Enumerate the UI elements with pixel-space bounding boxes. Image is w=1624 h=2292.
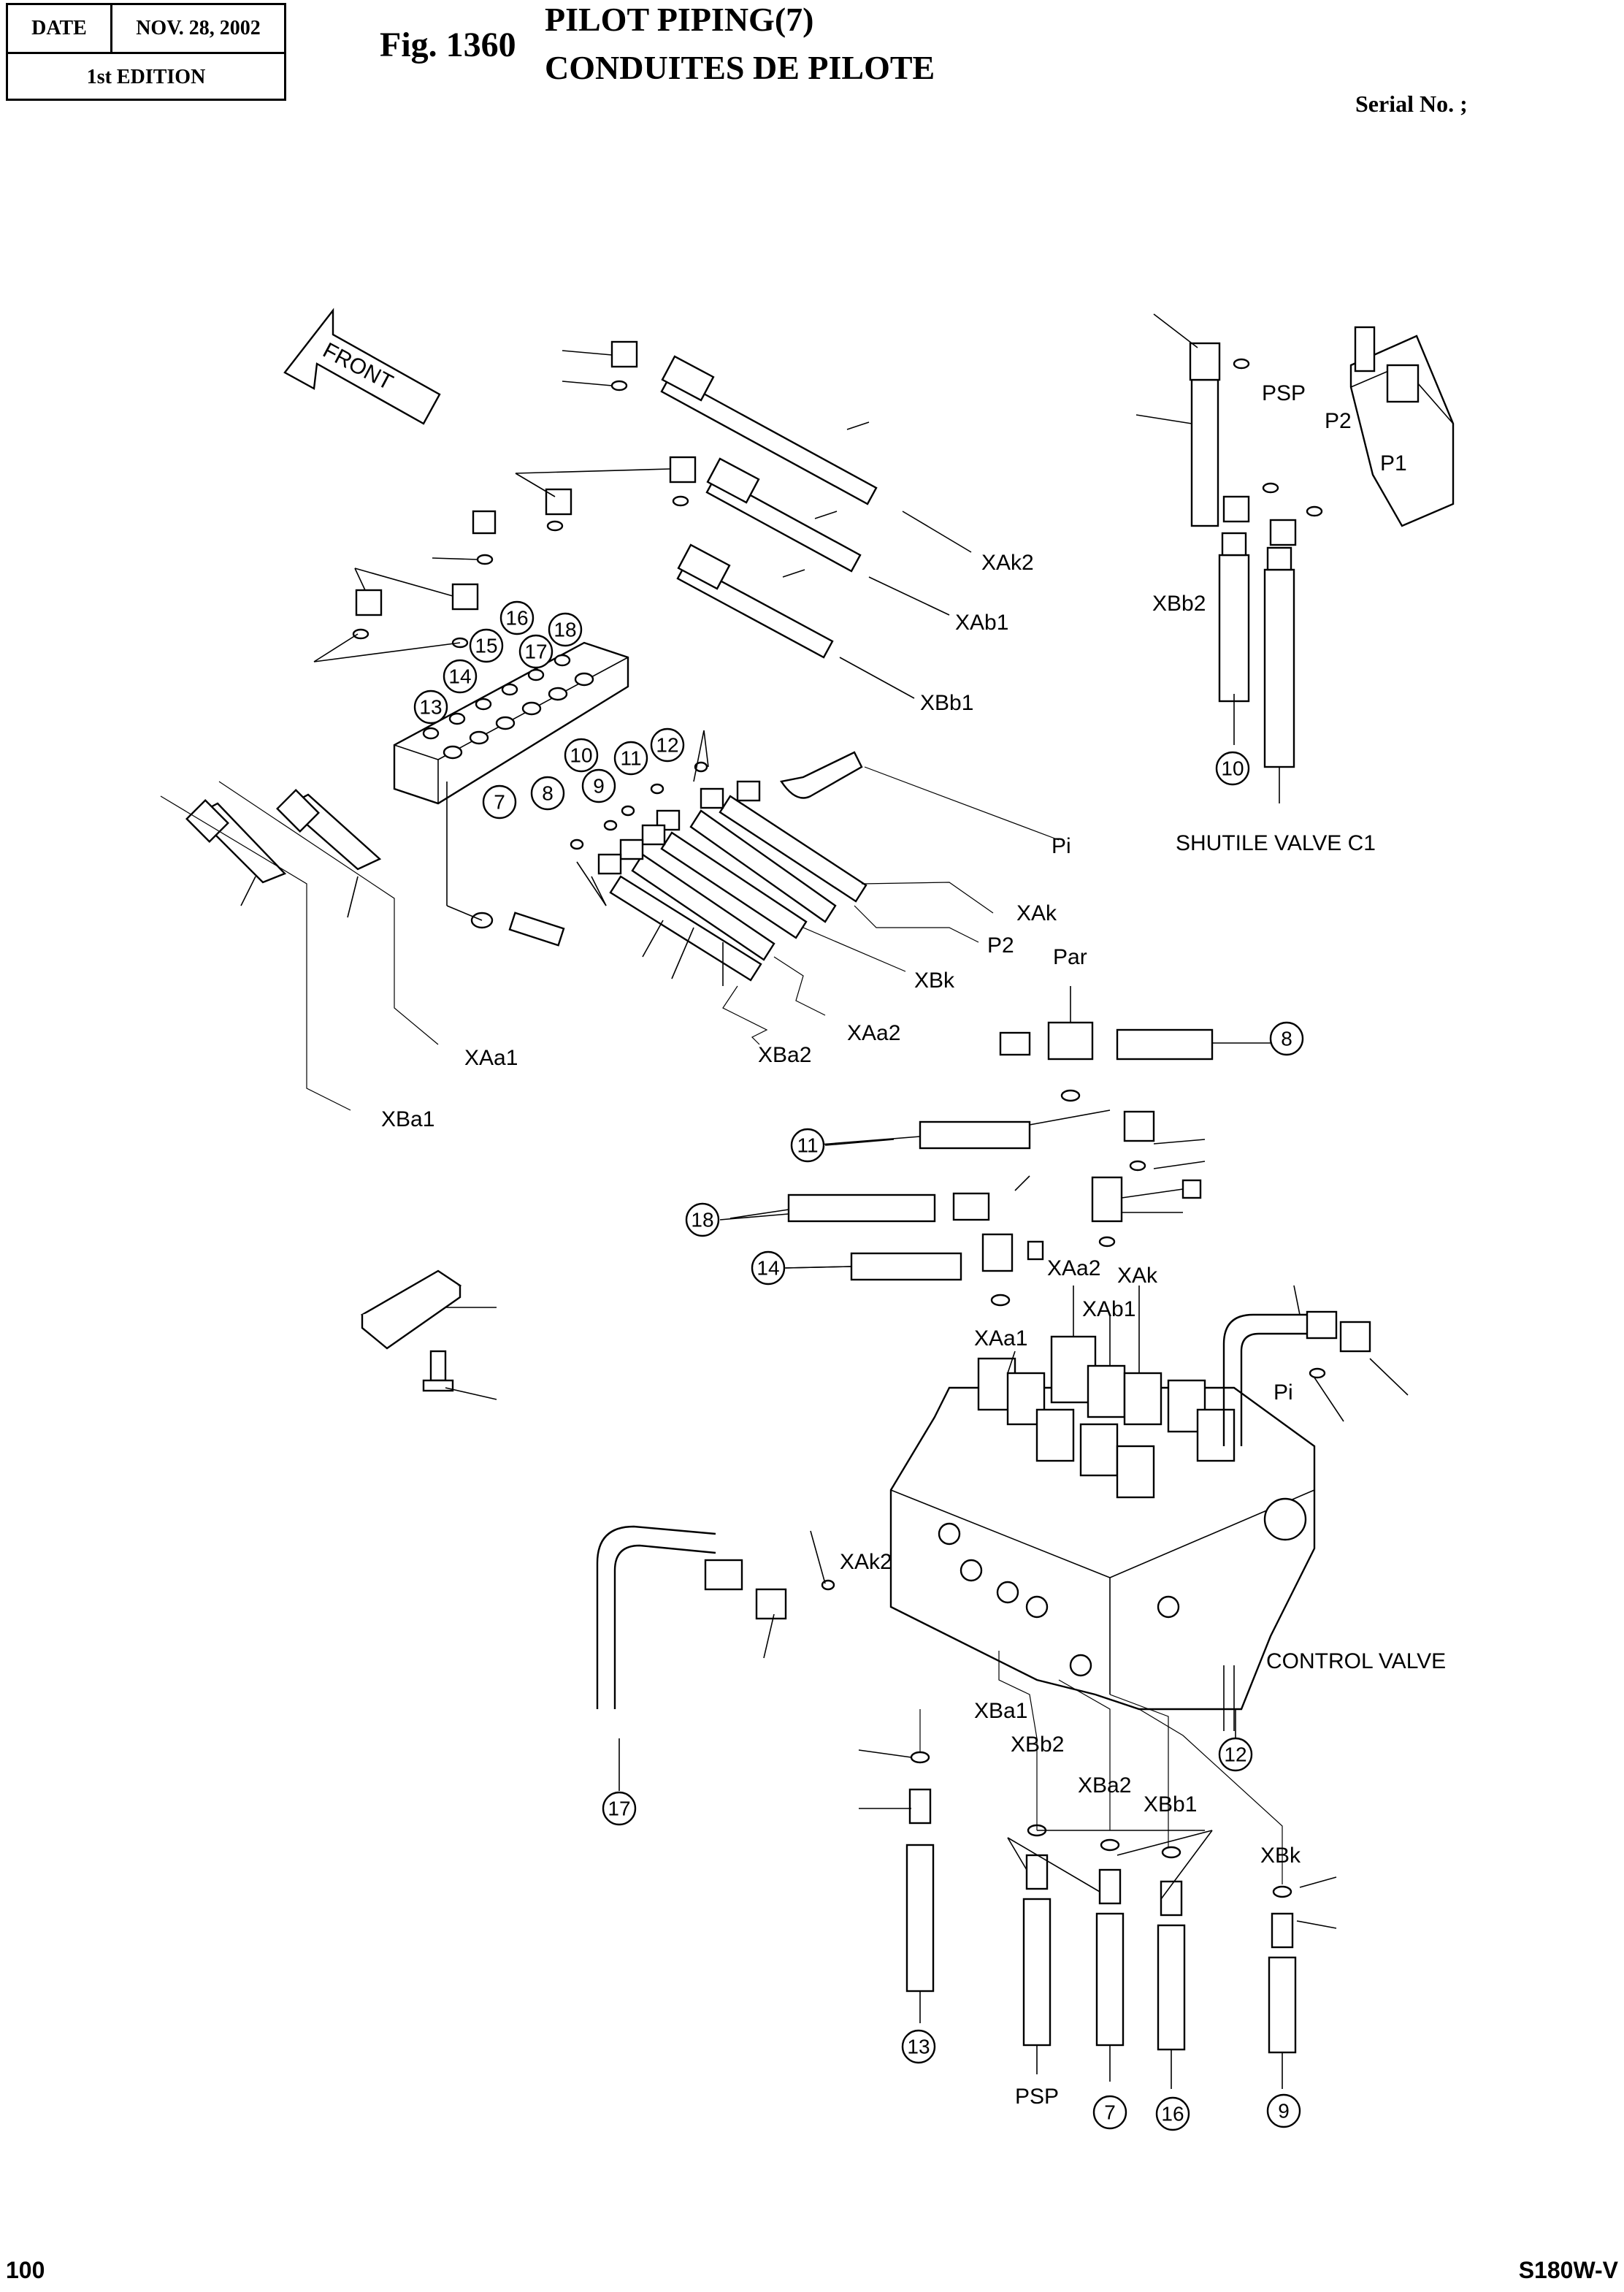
top-hoses [313,340,972,699]
par-tee-group [729,986,1272,1307]
label-xbk-lower: XBk [1260,1844,1301,1868]
callout-8-upper: 8 [542,782,554,805]
manifold-block [393,641,629,947]
left-hoses [160,781,439,1111]
label-xaa1-lower: XAa1 [974,1326,1027,1351]
label-par: Par [1053,945,1087,969]
callout-12-lower: 12 [1224,1743,1246,1766]
label-xab1-lower: XAb1 [1082,1297,1135,1321]
callout-18-left: 18 [691,1209,713,1231]
edition: 1st EDITION [86,66,206,88]
control-valve-body [596,1285,1409,1731]
callout-12-upper: 12 [656,734,678,757]
label-xak2-lower: XAk2 [840,1550,892,1574]
label-psp-lower: PSP [1015,2085,1059,2109]
label-p2: P2 [987,933,1014,958]
date-value: NOV. 28, 2002 [136,17,261,39]
callout-9-upper: 9 [593,775,605,798]
figure-number: Fig. 1360 [380,26,516,64]
date-label: DATE [8,5,112,52]
label-p2-right: P2 [1325,409,1352,433]
label-p1: P1 [1380,451,1407,475]
label-control-valve: CONTROL VALVE [1266,1649,1446,1673]
label-psp: PSP [1262,381,1306,405]
callout-13-upper: 13 [419,696,442,719]
callout-7-lower: 7 [1104,2101,1116,2124]
label-xbb1: XBb1 [920,691,973,715]
label-pi-lower: Pi [1273,1380,1293,1405]
callout-10-right: 10 [1221,757,1244,780]
callout-9-lower: 9 [1278,2100,1290,2123]
serial-number: Serial No. ; [1355,91,1468,117]
callout-11-upper: 11 [620,747,641,770]
callout-7-upper: 7 [494,791,505,814]
callout-16-upper: 16 [505,607,528,630]
date-row: DATE NOV. 28, 2002 [8,5,284,54]
callout-17-lower: 17 [608,1798,630,1820]
label-xak: XAk [1016,901,1057,925]
label-xak-lower: XAk [1117,1264,1158,1288]
label-xbk: XBk [914,969,955,993]
callout-11-left: 11 [797,1134,818,1157]
label-shuttle-valve: SHUTILE VALVE C1 [1176,831,1376,855]
label-pi: Pi [1052,834,1071,858]
label-xaa2-lower: XAa2 [1047,1256,1100,1280]
title-french: CONDUITES DE PILOTE [545,49,935,86]
bracket-clamp [360,1269,497,1400]
diagram-labels: XAk2 XAb1 XBb1 XBb2 PSP P2 P1 SHUTILE VA… [381,381,1446,2109]
label-xab1: XAb1 [955,611,1008,635]
label-xba2-lower: XBa2 [1078,1773,1131,1798]
label-xbb2: XBb2 [1152,592,1206,616]
callout-16-lower: 16 [1161,2103,1184,2125]
callout-13-lower: 13 [907,2036,930,2058]
label-xba1-lower: XBa1 [974,1699,1027,1723]
callout-8-right: 8 [1281,1028,1292,1050]
callout-14-upper: 14 [448,665,471,688]
callout-18-upper: 18 [554,619,576,641]
label-xba1: XBa1 [381,1107,434,1131]
page-number: 100 [6,2257,45,2283]
callout-circles: 16 18 15 17 14 13 12 10 11 9 8 7 10 8 11… [413,600,1304,2131]
label-xbb1-lower: XBb1 [1144,1792,1197,1817]
callout-15: 15 [475,635,497,657]
bottom-fittings [858,1651,1337,2089]
label-xak2: XAk2 [981,551,1034,575]
label-xbb2-lower: XBb2 [1011,1733,1064,1757]
callout-10-upper: 10 [570,744,592,767]
header-date-box: DATE NOV. 28, 2002 1st EDITION [6,3,286,101]
label-xba2: XBa2 [758,1043,811,1067]
callout-arrows [618,1139,1236,1791]
shuttle-valve-assembly [1135,313,1455,803]
label-xaa2: XAa2 [847,1021,900,1045]
center-hose-bundle [570,730,1060,1045]
front-arrow: FRONT [283,307,441,425]
model-number: S180W-V [1518,2257,1618,2283]
callout-17-upper: 17 [524,641,547,663]
title-english: PILOT PIPING(7) [545,1,814,38]
callout-14-left: 14 [757,1257,779,1280]
label-xaa1: XAa1 [464,1046,518,1070]
